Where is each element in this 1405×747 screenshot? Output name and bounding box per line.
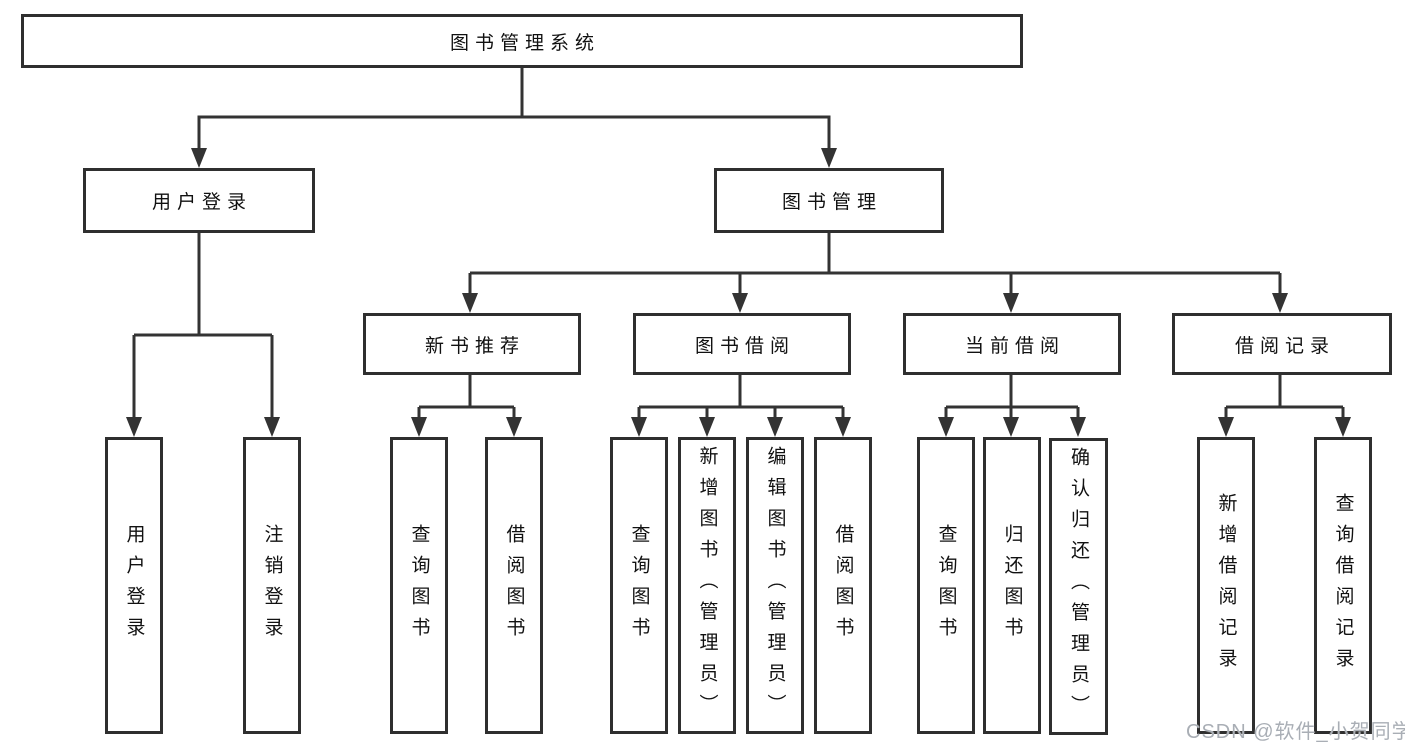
leaf-borrow-books-recommend: 借阅图书: [485, 437, 543, 734]
node-new-book-recommend: 新书推荐: [363, 313, 581, 375]
connector-book-borrow-branch: [637, 374, 845, 419]
leaf-add-books-admin: 新增图书（管理员）: [678, 437, 736, 734]
connector-root-branch: [197, 68, 831, 150]
leaf-borrow-books: 借阅图书: [814, 437, 872, 734]
leaf-logout: 注销登录: [243, 437, 301, 734]
leaf-edit-books-admin: 编辑图书（管理员）: [746, 437, 804, 734]
leaf-query-books-recommend: 查询图书: [390, 437, 448, 734]
leaf-query-borrow-record: 查询借阅记录: [1314, 437, 1372, 734]
connector-new-books-branch: [417, 374, 516, 419]
node-book-borrowing: 图书借阅: [633, 313, 851, 375]
leaf-query-books-current: 查询图书: [917, 437, 975, 734]
node-user-login: 用户登录: [83, 168, 315, 233]
connector-borrow-records-branch: [1224, 374, 1345, 419]
node-root: 图书管理系统: [21, 14, 1023, 68]
node-borrow-records: 借阅记录: [1172, 313, 1392, 375]
leaf-return-books: 归还图书: [983, 437, 1041, 734]
leaf-query-books-borrow: 查询图书: [610, 437, 668, 734]
connector-current-borrow-branch: [944, 374, 1080, 419]
connector-user-login-branch: [132, 233, 274, 419]
node-book-management: 图书管理: [714, 168, 944, 233]
watermark: CSDN @软件_小贺同学: [1186, 721, 1405, 743]
leaf-confirm-return-admin: 确认归还（管理员）: [1049, 438, 1108, 735]
node-current-borrowing: 当前借阅: [903, 313, 1121, 375]
leaf-user-login: 用户登录: [105, 437, 163, 734]
connector-book-mgmt-branch: [468, 233, 1282, 295]
arrowheads: [126, 148, 1351, 437]
leaf-add-borrow-record: 新增借阅记录: [1197, 437, 1255, 734]
